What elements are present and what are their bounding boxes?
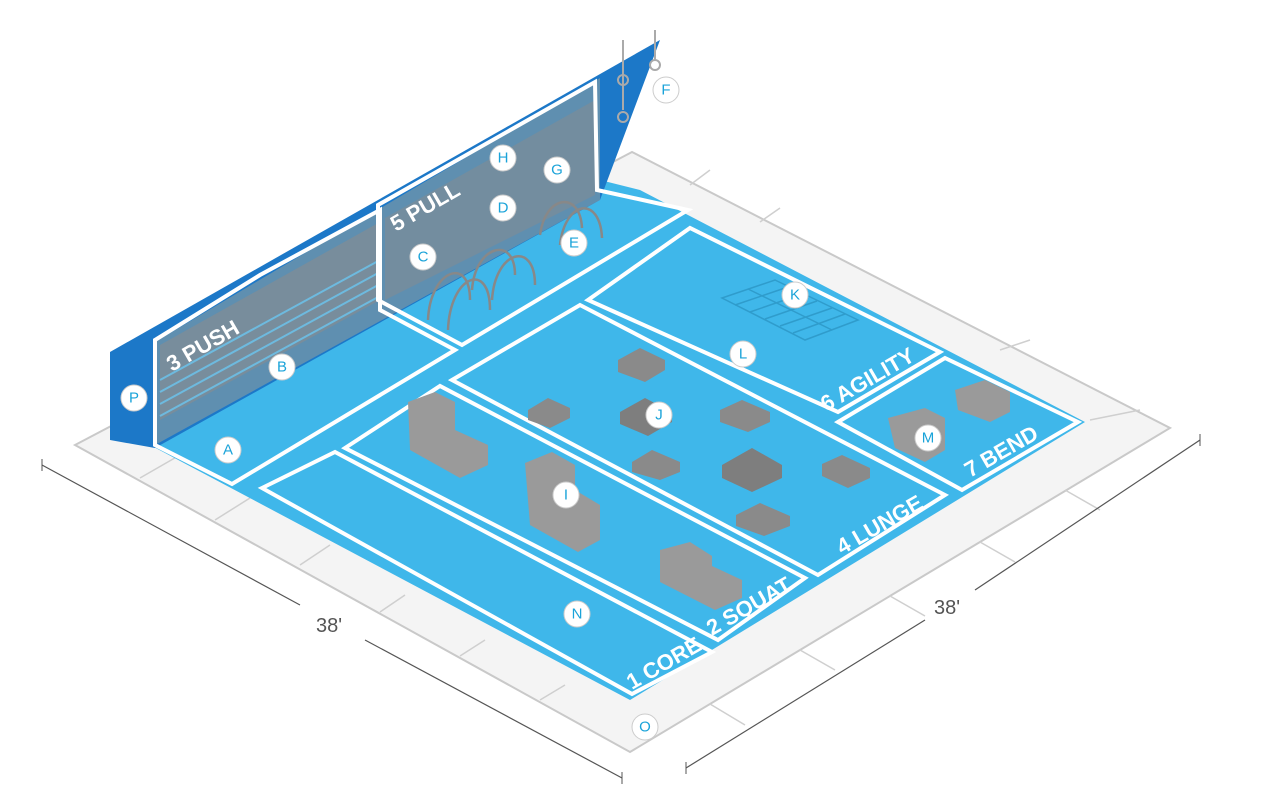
svg-text:B: B	[277, 359, 287, 376]
svg-text:I: I	[564, 487, 568, 504]
svg-text:H: H	[498, 150, 509, 167]
marker-l: L	[729, 340, 757, 368]
zone-pull	[376, 78, 694, 348]
dimension-left: 38'	[41, 459, 623, 784]
marker-d: D	[489, 194, 517, 222]
svg-text:38': 38'	[316, 615, 342, 637]
dimension-right: 38'	[685, 434, 1201, 774]
svg-text:O: O	[639, 719, 651, 736]
hanging-rings	[617, 30, 661, 123]
svg-text:C: C	[418, 249, 429, 266]
marker-b: B	[268, 353, 296, 381]
marker-f: F	[652, 76, 680, 104]
marker-o: O	[631, 713, 659, 741]
zone-core	[257, 449, 717, 697]
svg-text:K: K	[790, 287, 800, 304]
svg-text:L: L	[739, 346, 747, 363]
marker-h: H	[489, 144, 517, 172]
marker-g: G	[543, 156, 571, 184]
marker-j: J	[645, 401, 673, 429]
marker-n: N	[563, 600, 591, 628]
svg-text:G: G	[551, 162, 563, 179]
svg-text:E: E	[569, 235, 579, 252]
svg-text:P: P	[129, 390, 139, 407]
svg-text:D: D	[498, 200, 509, 217]
marker-e: E	[560, 229, 588, 257]
markers: A B C D E F G H I J K L M N O P	[120, 76, 942, 741]
marker-p: P	[120, 384, 148, 412]
marker-a: A	[214, 436, 242, 464]
zone-push	[153, 206, 460, 487]
zone-lunge	[447, 302, 950, 578]
plyo-boxes	[528, 348, 870, 536]
svg-text:A: A	[223, 442, 233, 459]
svg-text:M: M	[922, 430, 935, 447]
marker-i: I	[552, 481, 580, 509]
svg-text:J: J	[655, 407, 663, 424]
svg-text:F: F	[661, 82, 670, 99]
marker-k: K	[781, 281, 809, 309]
pull-rigs	[426, 200, 604, 331]
zone-bend	[833, 355, 1083, 493]
zone-agility	[583, 225, 945, 415]
svg-text:N: N	[572, 606, 583, 623]
svg-text:38': 38'	[934, 597, 960, 619]
marker-c: C	[409, 243, 437, 271]
marker-m: M	[914, 424, 942, 452]
